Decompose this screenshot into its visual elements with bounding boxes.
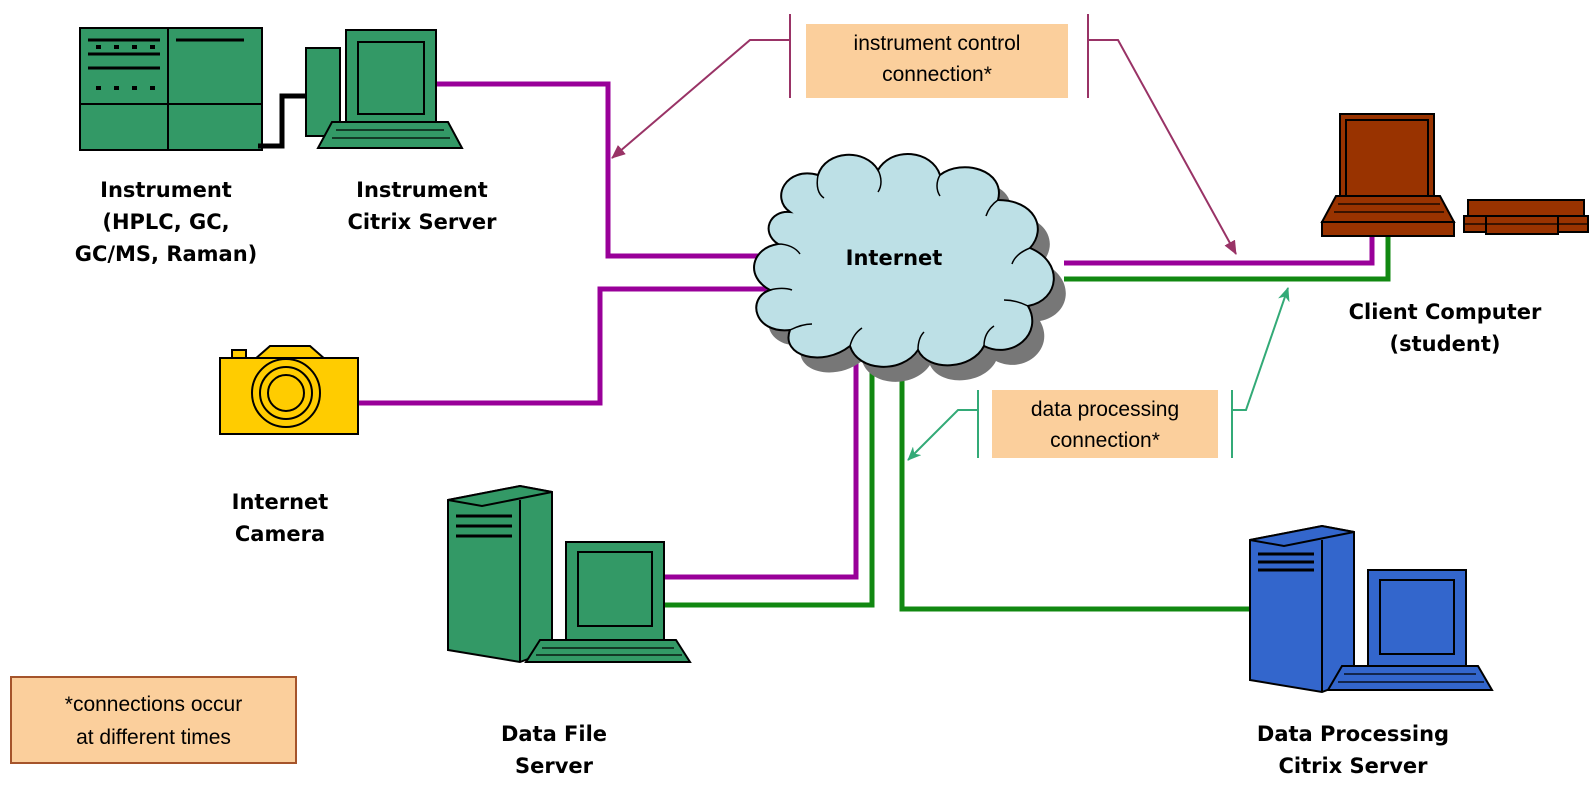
link-internet-client-green xyxy=(1064,236,1391,282)
label-line: Data Processing xyxy=(1256,722,1450,746)
instrument-control-pointers xyxy=(611,14,1237,255)
data-processing-links xyxy=(664,236,1391,612)
legend-note: *connections occur at different times xyxy=(10,676,297,764)
data-processing-server-icon xyxy=(1249,524,1494,694)
link-datafile-internet-green xyxy=(664,345,875,608)
internet-label: Internet xyxy=(822,242,966,274)
callout-line: connection* xyxy=(882,63,992,86)
instrument-cable xyxy=(258,93,310,149)
callout-line: connection* xyxy=(1050,429,1160,452)
instrument-icon xyxy=(79,27,263,151)
instrument-label: Instrument (HPLC, GC, GC/MS, Raman) xyxy=(40,174,292,270)
data-processing-server-label: Data Processing Citrix Server xyxy=(1222,718,1484,782)
link-datafile-internet-purple xyxy=(664,355,859,580)
label-line: Citrix Server xyxy=(347,210,497,234)
client-label: Client Computer (student) xyxy=(1318,296,1572,360)
camera-label: Internet Camera xyxy=(200,486,360,550)
legend-line: *connections occur xyxy=(64,693,243,716)
label-line: Instrument xyxy=(356,178,488,202)
link-internet-dp-server xyxy=(899,345,1252,612)
data-file-server-icon xyxy=(447,484,692,664)
label-line: Citrix Server xyxy=(1278,754,1428,778)
label-line: Internet xyxy=(845,246,943,270)
legend-line: at different times xyxy=(76,726,231,749)
link-internet-client xyxy=(1064,236,1375,266)
callout-line: instrument control xyxy=(853,32,1021,55)
instrument-server-icon xyxy=(305,29,464,149)
label-line: Instrument xyxy=(100,178,232,202)
label-line: Data File xyxy=(500,722,608,746)
label-line: Server xyxy=(514,754,593,778)
client-peripheral-icon xyxy=(1463,199,1589,235)
camera-icon xyxy=(219,345,359,435)
data-processing-callout: data processing connection* xyxy=(992,390,1218,458)
instrument-control-links xyxy=(358,81,1375,580)
client-computer-icon xyxy=(1320,113,1456,237)
link-instrument-server-internet xyxy=(436,81,758,259)
label-line: Client Computer xyxy=(1348,300,1542,324)
internet-cloud-icon xyxy=(753,153,1066,382)
label-line: (student) xyxy=(1389,332,1501,356)
label-line: (HPLC, GC, xyxy=(102,210,230,234)
label-line: Internet xyxy=(231,490,329,514)
instrument-server-label: Instrument Citrix Server xyxy=(316,174,528,238)
data-processing-pointers xyxy=(907,287,1290,461)
link-camera-internet xyxy=(358,286,768,406)
label-line: GC/MS, Raman) xyxy=(74,242,258,266)
instrument-control-callout: instrument control connection* xyxy=(806,24,1068,98)
data-file-server-label: Data File Server xyxy=(464,718,644,782)
cloud-body xyxy=(753,153,1055,368)
label-line: Camera xyxy=(234,522,326,546)
callout-line: data processing xyxy=(1030,398,1180,421)
